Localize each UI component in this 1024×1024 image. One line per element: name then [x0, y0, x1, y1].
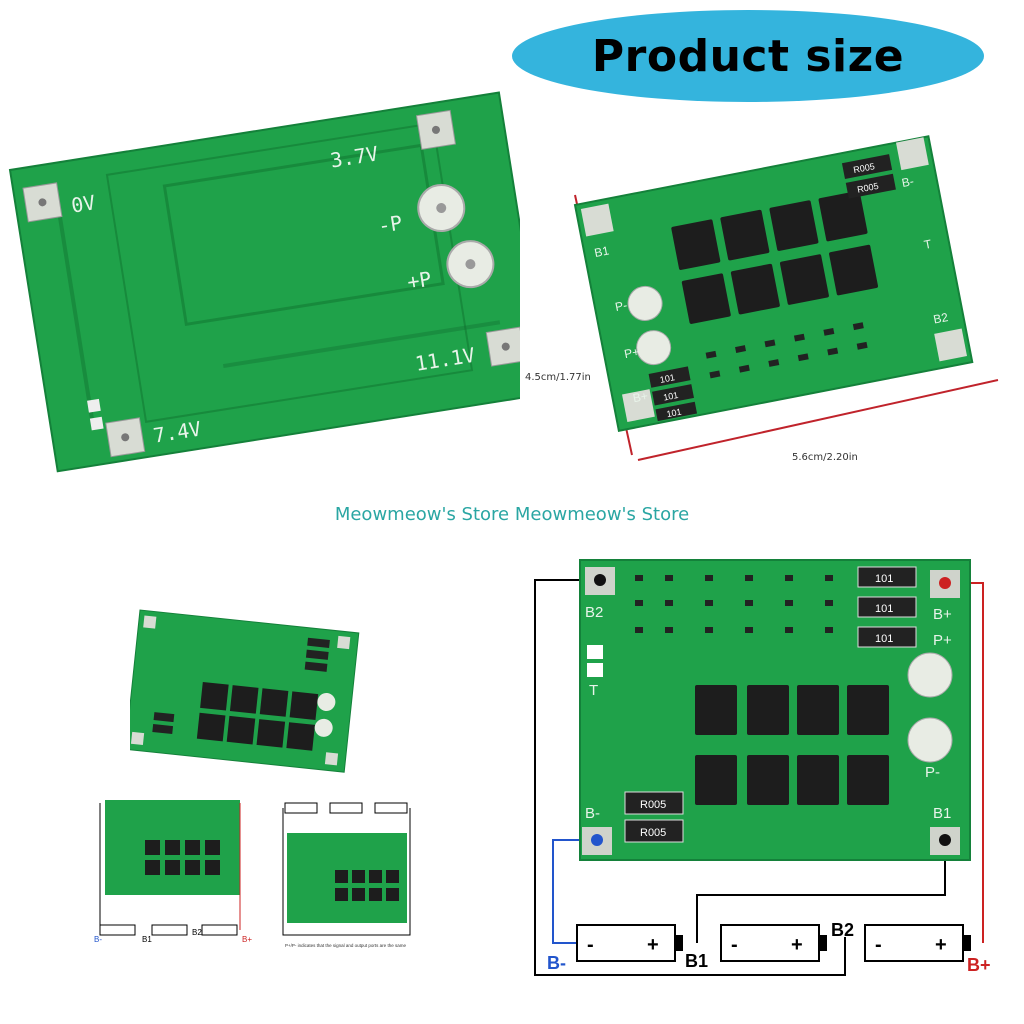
- board-front-photo: R005 R005 101 101 101 B1 B- B2 P- P+ B+ …: [573, 135, 999, 461]
- thumb1-b-minus: B-: [94, 935, 102, 944]
- large-resistor-r005-a: R005: [640, 799, 666, 811]
- wiring-thumbnail-1: B- B1 B2 B+: [94, 800, 252, 944]
- pad-p-minus: [907, 717, 953, 763]
- width-dimension-label: 5.6cm/2.20in: [792, 452, 858, 463]
- battery-cell-1: - +: [576, 924, 683, 962]
- terminal-b1: B1: [685, 951, 708, 971]
- cell3-plus: +: [935, 934, 947, 956]
- battery-cell-2: - +: [720, 924, 827, 962]
- large-label-b-plus: B+: [933, 606, 952, 623]
- large-label-t: T: [589, 682, 598, 699]
- large-resistor-101-b: 101: [875, 603, 893, 615]
- large-resistor-r005-b: R005: [640, 827, 666, 839]
- thumb1-b2: B2: [192, 928, 202, 937]
- width-dimension-line: [637, 379, 999, 461]
- cell2-plus: +: [791, 934, 803, 956]
- thumb2-caption: P+/P- indicates that the signal and outp…: [285, 943, 406, 948]
- front-label-p-plus: P+: [623, 345, 640, 362]
- front-label-b-plus: B+: [632, 389, 649, 406]
- large-resistor-101-c: 101: [875, 633, 893, 645]
- large-label-b2: B2: [585, 604, 603, 621]
- thumb1-b-plus: B+: [242, 935, 252, 944]
- label-minus-p: -P: [376, 210, 404, 237]
- front-label-p-minus: P-: [614, 298, 628, 314]
- resistor-r005-a: R005: [853, 161, 876, 175]
- front-label-b1: B1: [593, 243, 610, 260]
- terminal-b2: B2: [831, 920, 854, 940]
- wire-b-minus: [552, 839, 597, 944]
- label-plus-p: +P: [406, 267, 434, 294]
- large-label-b-minus: B-: [585, 805, 600, 822]
- product-size-banner: Product size: [512, 10, 984, 102]
- front-label-t: T: [923, 237, 934, 252]
- wiring-thumbnail-2: P+/P- indicates that the signal and outp…: [282, 802, 411, 948]
- thumb1-b1: B1: [142, 935, 152, 944]
- resistor-101-a: 101: [659, 372, 676, 385]
- terminal-b-plus: B+: [967, 955, 991, 975]
- terminal-b-minus: B-: [547, 953, 566, 973]
- banner-title: Product size: [591, 30, 905, 82]
- height-dimension-label: 4.5cm/1.77in: [525, 372, 591, 383]
- board-small-photo: [130, 609, 360, 773]
- wire-b2: [534, 579, 846, 976]
- large-label-p-minus: P-: [925, 764, 940, 781]
- pad-p-plus: [907, 652, 953, 698]
- cell2-minus: -: [731, 934, 738, 956]
- front-label-b2: B2: [932, 310, 949, 327]
- front-label-b-minus: B-: [901, 174, 915, 190]
- store-watermark: Meowmeow's Store Meowmeow's Store: [334, 504, 690, 525]
- large-label-p-plus: P+: [933, 632, 952, 649]
- resistor-101-b: 101: [662, 390, 679, 403]
- resistor-r005-b: R005: [856, 181, 879, 195]
- cell3-minus: -: [875, 934, 882, 956]
- label-0v: 0V: [69, 190, 97, 217]
- board-back-photo: 3.7V 0V -P +P 11.1V 7.4V: [8, 91, 520, 473]
- large-resistor-101-a: 101: [875, 573, 893, 585]
- cell1-minus: -: [587, 934, 594, 956]
- wire-b1: [696, 843, 946, 943]
- cell1-plus: +: [647, 934, 659, 956]
- battery-cell-3: - +: [864, 924, 971, 962]
- resistor-101-c: 101: [666, 407, 683, 420]
- wiring-diagram-large: 101 101 101 R005 R005 B2 B+ P+ T P- B- B…: [534, 559, 991, 976]
- large-label-b1: B1: [933, 805, 951, 822]
